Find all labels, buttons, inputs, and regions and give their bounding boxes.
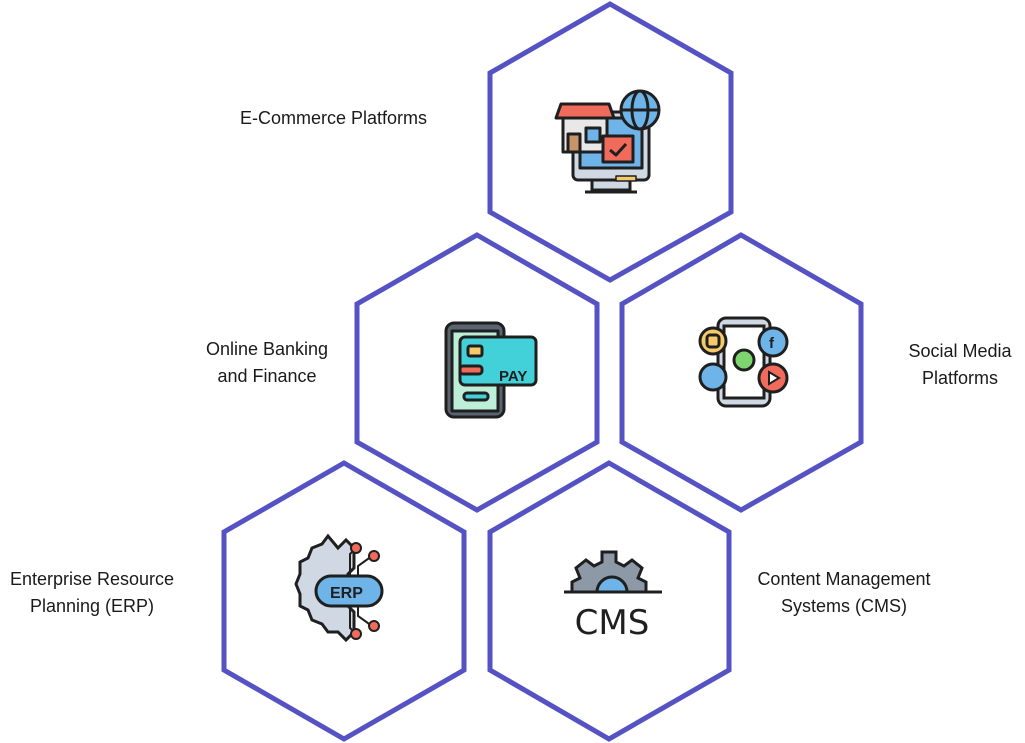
cms-gear-icon: CMS (564, 550, 662, 643)
hexagon-banking (354, 232, 600, 513)
label-line: Online Banking (205, 339, 329, 359)
label-line: E-Commerce Platforms (240, 108, 428, 128)
label-line: Planning (ERP) (29, 596, 155, 616)
hexagon-cms (487, 460, 732, 742)
label-line: Systems (CMS) (781, 596, 907, 616)
cms-icon-text: CMS (575, 603, 650, 643)
hexagon-social (619, 232, 864, 513)
label-line: Social Media (908, 341, 1012, 361)
label-line: Platforms (921, 368, 999, 388)
label-line: and Finance (217, 366, 317, 386)
label-line: Content Management (757, 569, 931, 589)
hexagon-erp (221, 460, 467, 742)
label-banking: Online Banking and Finance (182, 336, 352, 390)
pay-icon-text: PAY (499, 368, 527, 385)
hexagon-ecommerce (487, 1, 734, 283)
label-line: Enterprise Resource (9, 569, 175, 589)
mobile-payment-icon: PAY (444, 321, 538, 419)
label-ecommerce: E-Commerce Platforms (240, 105, 427, 132)
online-store-icon (554, 89, 661, 194)
erp-gear-icon: ERP (294, 533, 384, 643)
svg-text:f: f (769, 335, 775, 352)
erp-icon-text: ERP (330, 585, 363, 602)
social-media-phone-icon: f (698, 316, 789, 408)
